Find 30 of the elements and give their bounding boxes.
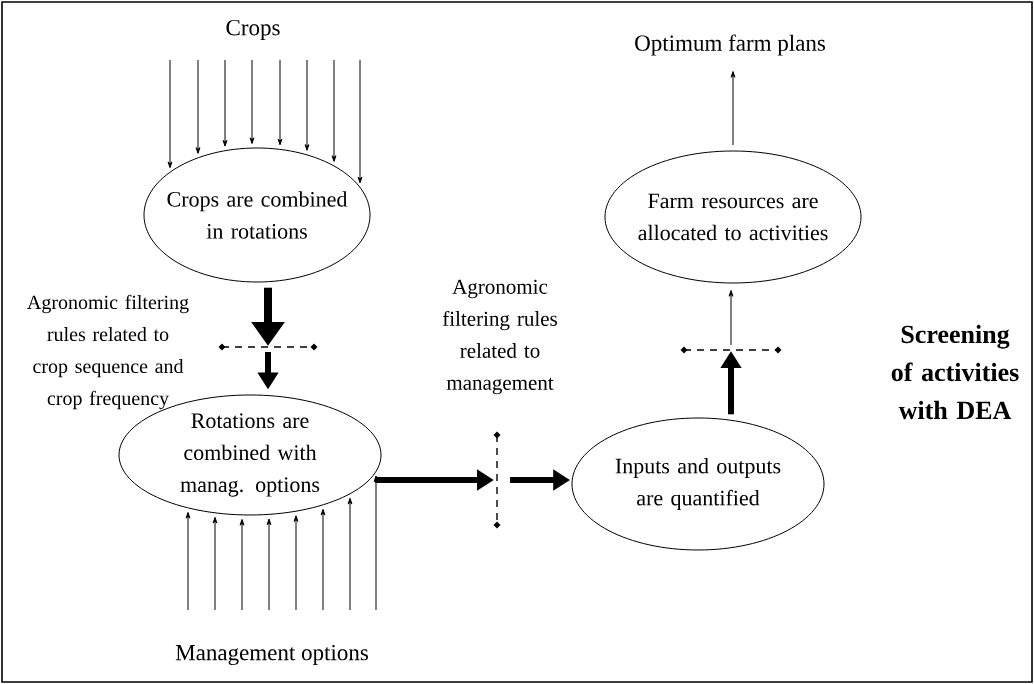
filter-line xyxy=(493,431,501,529)
arrow xyxy=(195,59,201,154)
arrow xyxy=(167,59,173,169)
screening-note: Screening of activities with DEA xyxy=(891,324,1019,420)
filter-line xyxy=(680,346,782,354)
rule-note: Agronomic filtering rules related to crop sequence and crop frequency xyxy=(27,294,189,410)
ellipse-node: Crops are combined in rotations xyxy=(143,147,371,283)
arrow xyxy=(277,59,283,146)
output-label: Optimum farm plans xyxy=(635,34,825,56)
ellipse-node: Inputs and outputs are quantified xyxy=(571,417,825,551)
input-label: Crops xyxy=(226,19,280,41)
arrow xyxy=(320,508,326,611)
arrow xyxy=(249,59,255,144)
arrow xyxy=(212,516,218,611)
arrow xyxy=(331,59,337,162)
arrow xyxy=(293,515,299,611)
arrow xyxy=(222,59,228,147)
rule-note: Agronomic filtering rules related to management xyxy=(442,279,557,395)
filter-line xyxy=(218,343,318,351)
arrow xyxy=(266,518,272,611)
arrow xyxy=(347,497,353,611)
ellipse-node: Farm resources are allocated to activities xyxy=(604,150,862,284)
arrow xyxy=(730,71,736,146)
arrow xyxy=(373,475,379,611)
arrow xyxy=(357,59,363,184)
arrow xyxy=(185,511,191,611)
arrow xyxy=(304,59,310,151)
arrow xyxy=(239,519,245,611)
input-label: Management options xyxy=(175,644,368,666)
arrow xyxy=(728,290,734,346)
